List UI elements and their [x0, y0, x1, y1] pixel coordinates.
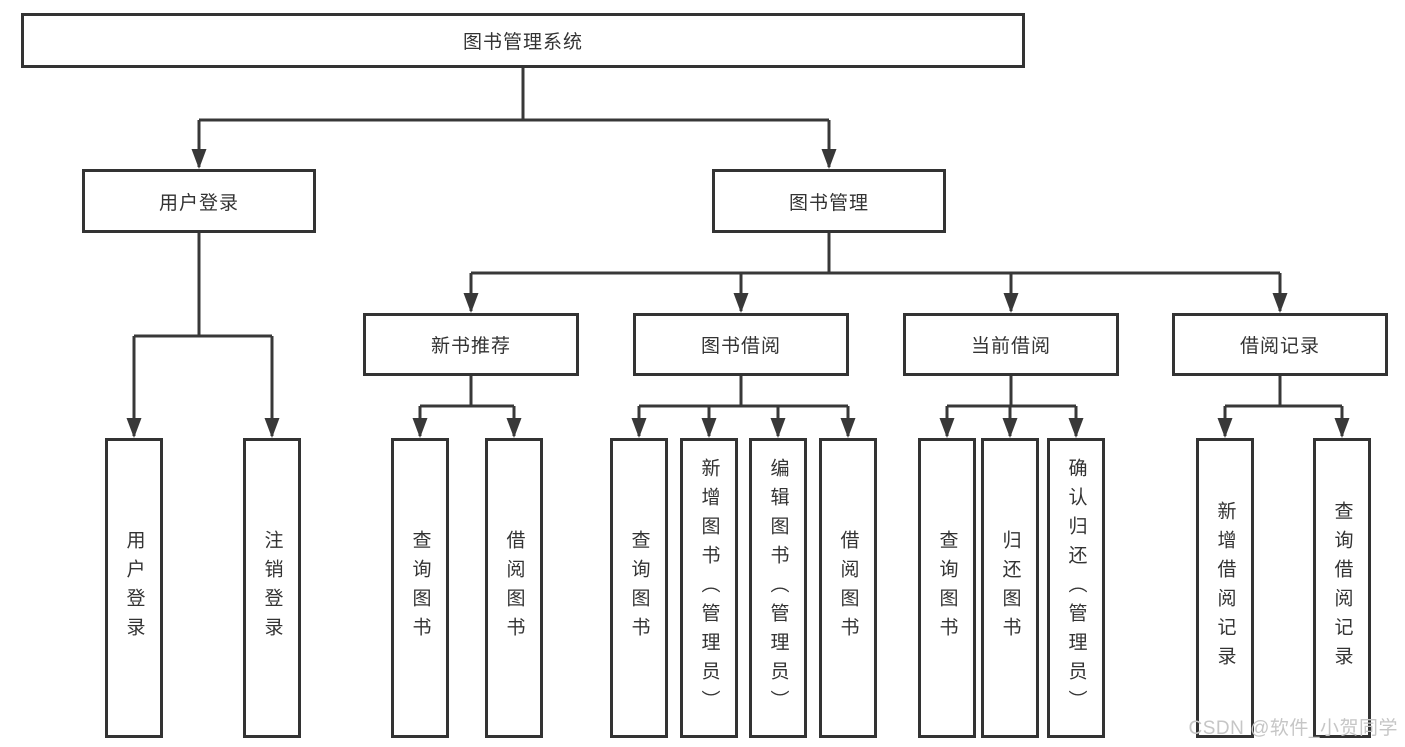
leaf-user-login: 用户登录	[105, 438, 163, 738]
node-current-borrowing: 当前借阅	[903, 313, 1119, 376]
leaf-borrow-books-borrowing: 借阅图书	[819, 438, 877, 738]
leaf-edit-book-admin: 编辑图书（管理员）	[749, 438, 807, 738]
node-library-management-system: 图书管理系统	[21, 13, 1025, 68]
csdn-watermark: CSDN @软件_小贺同学	[1188, 718, 1398, 739]
leaf-add-borrow-record: 新增借阅记录	[1196, 438, 1254, 738]
leaf-confirm-return-admin: 确认归还（管理员）	[1047, 438, 1105, 738]
leaf-query-borrow-record: 查询借阅记录	[1313, 438, 1371, 738]
leaf-logout: 注销登录	[243, 438, 301, 738]
leaf-query-books-recommend: 查询图书	[391, 438, 449, 738]
node-book-management-branch: 图书管理	[712, 169, 946, 233]
leaf-query-books-borrowing: 查询图书	[610, 438, 668, 738]
leaf-query-books-current: 查询图书	[918, 438, 976, 738]
leaf-return-book: 归还图书	[981, 438, 1039, 738]
leaf-borrow-books-recommend: 借阅图书	[485, 438, 543, 738]
arrowhead-markers	[126, 149, 1350, 438]
leaf-add-book-admin: 新增图书（管理员）	[680, 438, 738, 738]
node-user-login-branch: 用户登录	[82, 169, 316, 233]
connector-paths	[132, 68, 1344, 436]
node-new-book-recommendation: 新书推荐	[363, 313, 579, 376]
node-borrowing-records: 借阅记录	[1172, 313, 1388, 376]
node-book-borrowing: 图书借阅	[633, 313, 849, 376]
